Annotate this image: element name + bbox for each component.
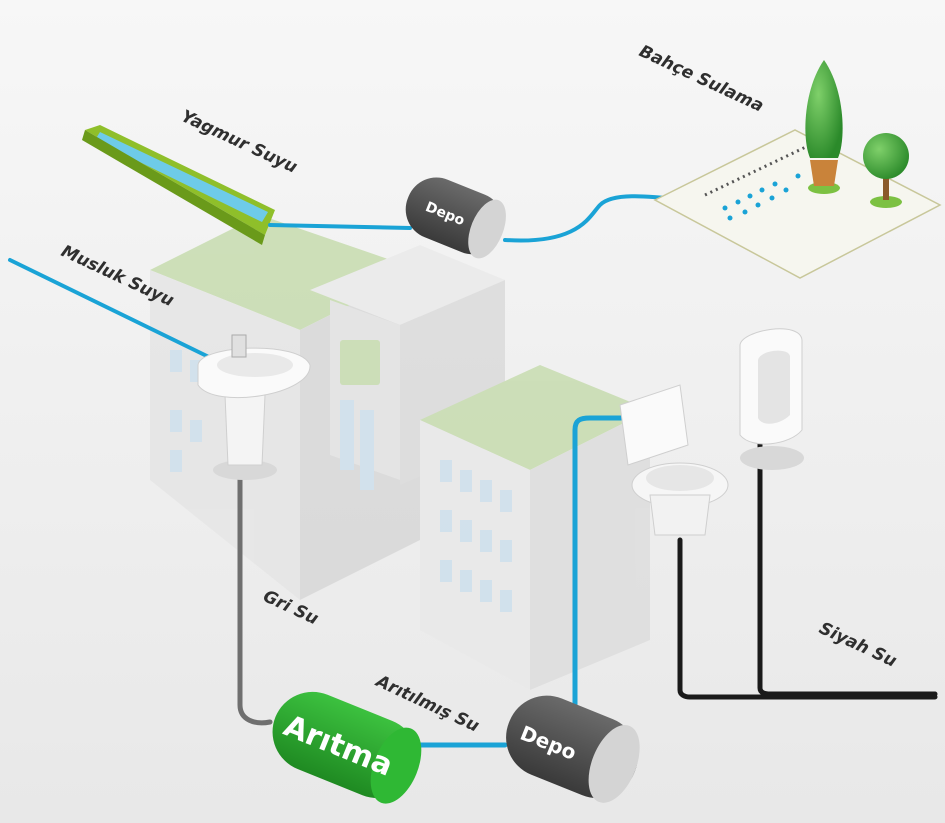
garden-area: [653, 60, 942, 279]
building: [150, 215, 650, 690]
grey-water-pipe: [237, 475, 273, 726]
rain-gutter: [82, 125, 275, 245]
black-water-pipe-urinal: [757, 437, 938, 697]
sink-icon: [197, 334, 311, 480]
toilet-supply-pipe: [572, 415, 628, 708]
black-water-pipe-toilet: [677, 537, 938, 700]
rain-pipe: [268, 223, 412, 230]
round-tree-icon: [863, 133, 909, 208]
pipes: [8, 194, 938, 748]
building-logo-icon: [340, 340, 380, 385]
lower-depot-tank: Depo: [506, 695, 640, 803]
urinal-icon: [739, 328, 804, 470]
water-drops: [722, 173, 801, 221]
toilet-icon: [619, 384, 729, 536]
tap-water-pipe: [8, 258, 217, 362]
upper-depot-tank: Depo: [405, 177, 506, 259]
cypress-tree-icon: [805, 60, 843, 194]
